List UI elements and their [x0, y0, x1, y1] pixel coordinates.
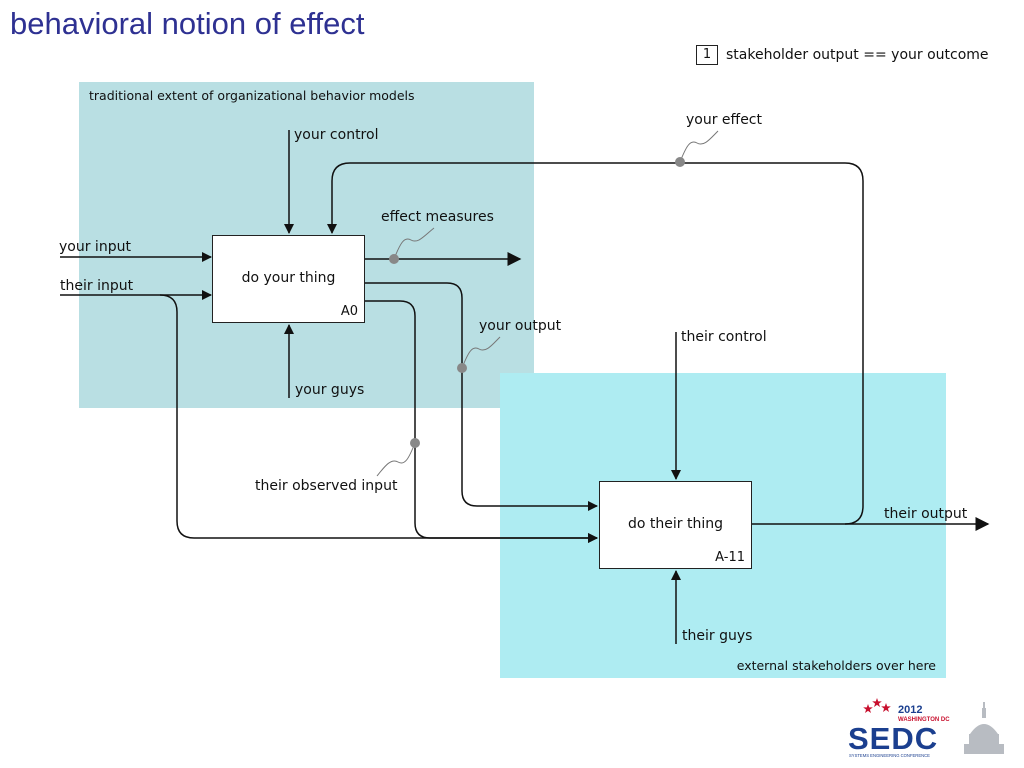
your-effect-leader [679, 130, 719, 163]
logo-subtitle: SYSTEMS ENGINEERING CONFERENCE [849, 753, 930, 758]
label-your-output: your output [479, 318, 562, 334]
label-your-input: your input [59, 239, 131, 255]
logo-city: WASHINGTON DC [898, 717, 950, 723]
logo-star-1 [872, 698, 882, 707]
logo-name: SEDC [848, 721, 938, 756]
external-region-label: external stakeholders over here [736, 658, 936, 673]
label-your-control: your control [294, 127, 379, 143]
effect-measures-dot [389, 254, 399, 264]
box-do-their-thing: do their thing A-11 [599, 481, 752, 569]
capitol-graphic [964, 702, 1004, 754]
label-their-input: their input [60, 278, 134, 294]
their-observed-input-leader [376, 442, 416, 477]
label-their-observed-input: their observed input [255, 478, 398, 494]
box-do-your-thing: do your thing A0 [212, 235, 365, 323]
label-their-guys: their guys [682, 628, 753, 644]
your-output-arrow [365, 282, 598, 511]
label-their-output: their output [884, 506, 968, 522]
your-output-dot [457, 363, 467, 373]
their-observed-input-arrow [365, 300, 598, 543]
label-your-guys: your guys [295, 382, 365, 398]
internal-region-label: traditional extent of organizational beh… [89, 88, 415, 103]
box-a11-id: A-11 [715, 550, 745, 565]
their-input-bypass-arrow [159, 294, 598, 543]
label-their-control: their control [681, 329, 767, 345]
box-a11-name: do their thing [628, 516, 723, 532]
label-your-effect: your effect [686, 112, 762, 128]
logo-year: 2012 [898, 704, 922, 716]
your-effect-feedback-arrow [327, 162, 864, 525]
box-a0-name: do your thing [241, 270, 336, 286]
legend: 1 stakeholder output == your outcome [696, 45, 989, 65]
your-output-leader [461, 336, 501, 369]
your-effect-dot [675, 157, 685, 167]
legend-number-box: 1 [696, 45, 718, 65]
slide-title: behavioral notion of effect [10, 6, 365, 41]
label-effect-measures: effect measures [381, 209, 494, 225]
logo-star-3 [863, 704, 873, 713]
sedc-logo: 2012 WASHINGTON DC SEDC SYSTEMS ENGINEER… [848, 698, 1004, 758]
box-a0-id: A0 [340, 304, 358, 319]
effect-measures-leader [393, 227, 435, 260]
logo-star-2 [881, 703, 891, 712]
their-observed-input-dot [410, 438, 420, 448]
legend-text: stakeholder output == your outcome [726, 47, 989, 63]
